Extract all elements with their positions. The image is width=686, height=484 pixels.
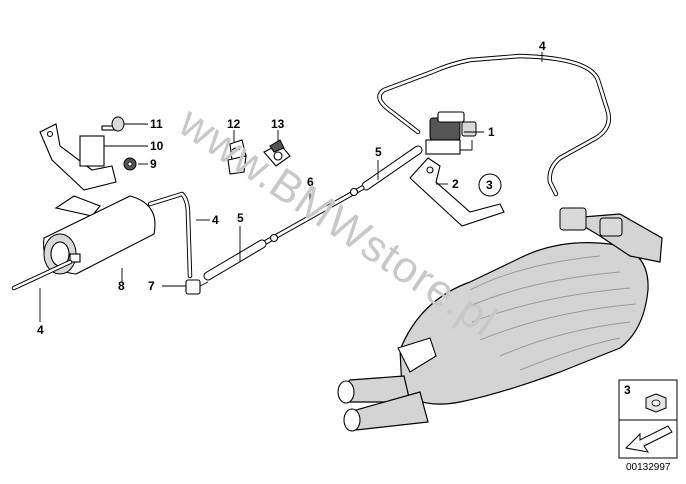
bracket-2 (409, 157, 505, 227)
callout-7: 7 (148, 279, 155, 293)
callout-3-ring (478, 173, 502, 197)
callout-6: 6 (307, 175, 314, 189)
callout-10: 10 (150, 139, 164, 153)
hose-4-left (11, 259, 73, 291)
callout-13: 13 (271, 117, 285, 131)
carbon-canister-8 (43, 195, 156, 275)
vent-valve-1 (425, 111, 477, 155)
hose-5-left (203, 239, 267, 281)
connector-7 (185, 279, 209, 295)
hose-4-middle (147, 191, 193, 279)
screw-11 (101, 116, 125, 132)
callout-11: 11 (150, 117, 163, 131)
pipe-6 (263, 185, 365, 245)
callout-8: 8 (118, 279, 125, 293)
legend-box (618, 379, 678, 459)
leader-lines (39, 52, 543, 322)
callout-2: 2 (452, 177, 459, 191)
hose-4-top (377, 53, 611, 197)
clip-12 (227, 139, 247, 175)
callout-5-left: 5 (237, 211, 244, 225)
callout-5-right: 5 (375, 145, 382, 159)
rear-muffler (337, 207, 663, 432)
legend-callout-3: 3 (624, 383, 631, 397)
callout-3: 3 (486, 178, 493, 192)
callout-12: 12 (227, 117, 241, 131)
nut-9 (123, 157, 137, 171)
direction-arrow-icon (624, 425, 673, 453)
callout-4-middle: 4 (212, 213, 219, 227)
hose-5-right (361, 145, 423, 191)
callout-4-top: 4 (539, 39, 546, 53)
callout-4-left: 4 (37, 323, 44, 337)
diagram-part-number: 00132997 (626, 462, 671, 473)
clamp-13 (263, 139, 291, 167)
bracket-10 (39, 123, 117, 191)
callout-9: 9 (150, 157, 157, 171)
callout-1: 1 (488, 125, 495, 139)
